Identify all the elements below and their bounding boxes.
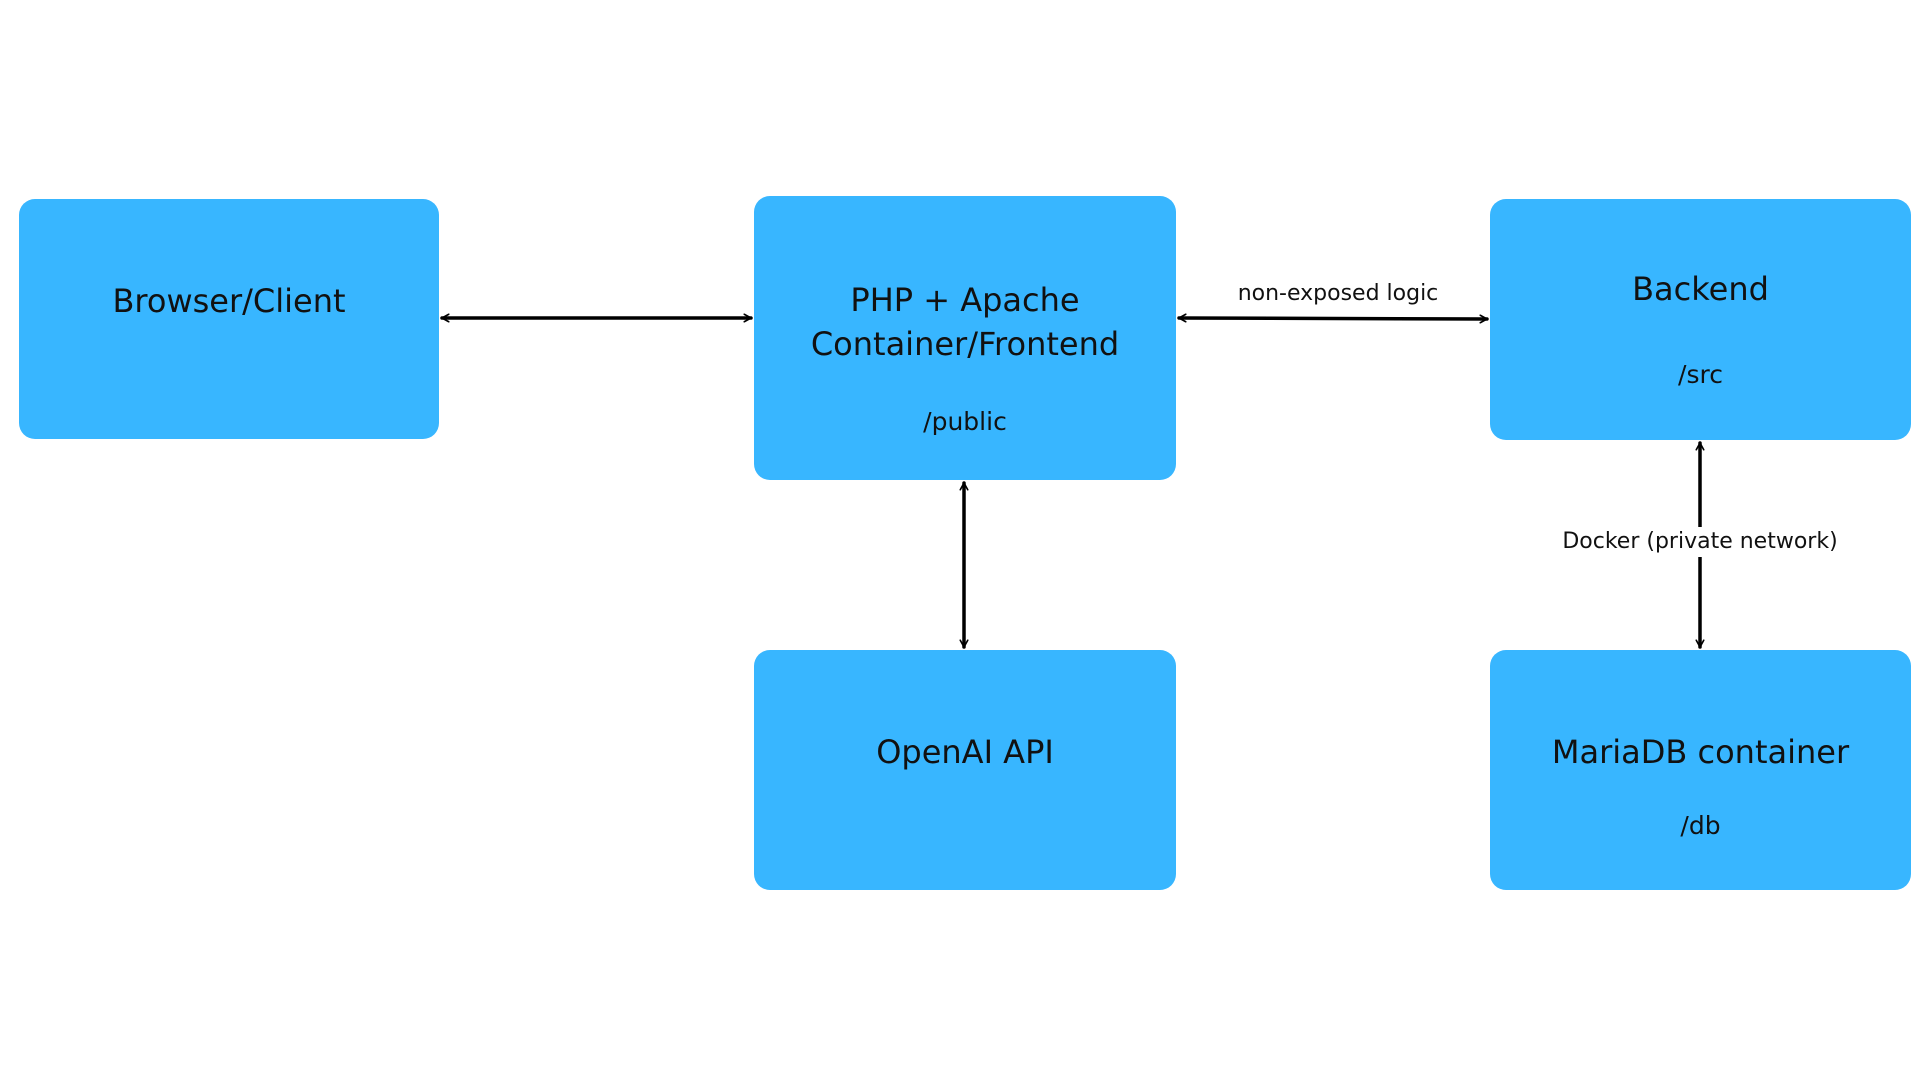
node-path: /public [923, 407, 1007, 436]
node-title: PHP + Apache Container/Frontend [754, 278, 1176, 366]
edge-label-backend-mariadb: Docker (private network) [1545, 527, 1855, 557]
node-browser-client: Browser/Client [19, 199, 439, 439]
node-title-line-2: Container/Frontend [810, 325, 1120, 363]
node-backend: Backend /src [1490, 199, 1911, 440]
node-path: /src [1678, 360, 1723, 389]
node-php-apache-frontend: PHP + Apache Container/Frontend /public [754, 196, 1176, 480]
edge-label-php-backend: non-exposed logic [1237, 281, 1439, 306]
node-title: Browser/Client [112, 282, 346, 320]
node-title: Backend [1632, 270, 1769, 308]
node-title: OpenAI API [876, 733, 1054, 771]
node-title: MariaDB container [1551, 733, 1850, 771]
node-title-line-1: PHP + Apache [850, 281, 1080, 319]
edge-php-backend [1177, 318, 1489, 319]
node-openai-api: OpenAI API [754, 650, 1176, 890]
node-path: /db [1680, 811, 1721, 840]
node-mariadb-container: MariaDB container /db [1490, 650, 1911, 890]
